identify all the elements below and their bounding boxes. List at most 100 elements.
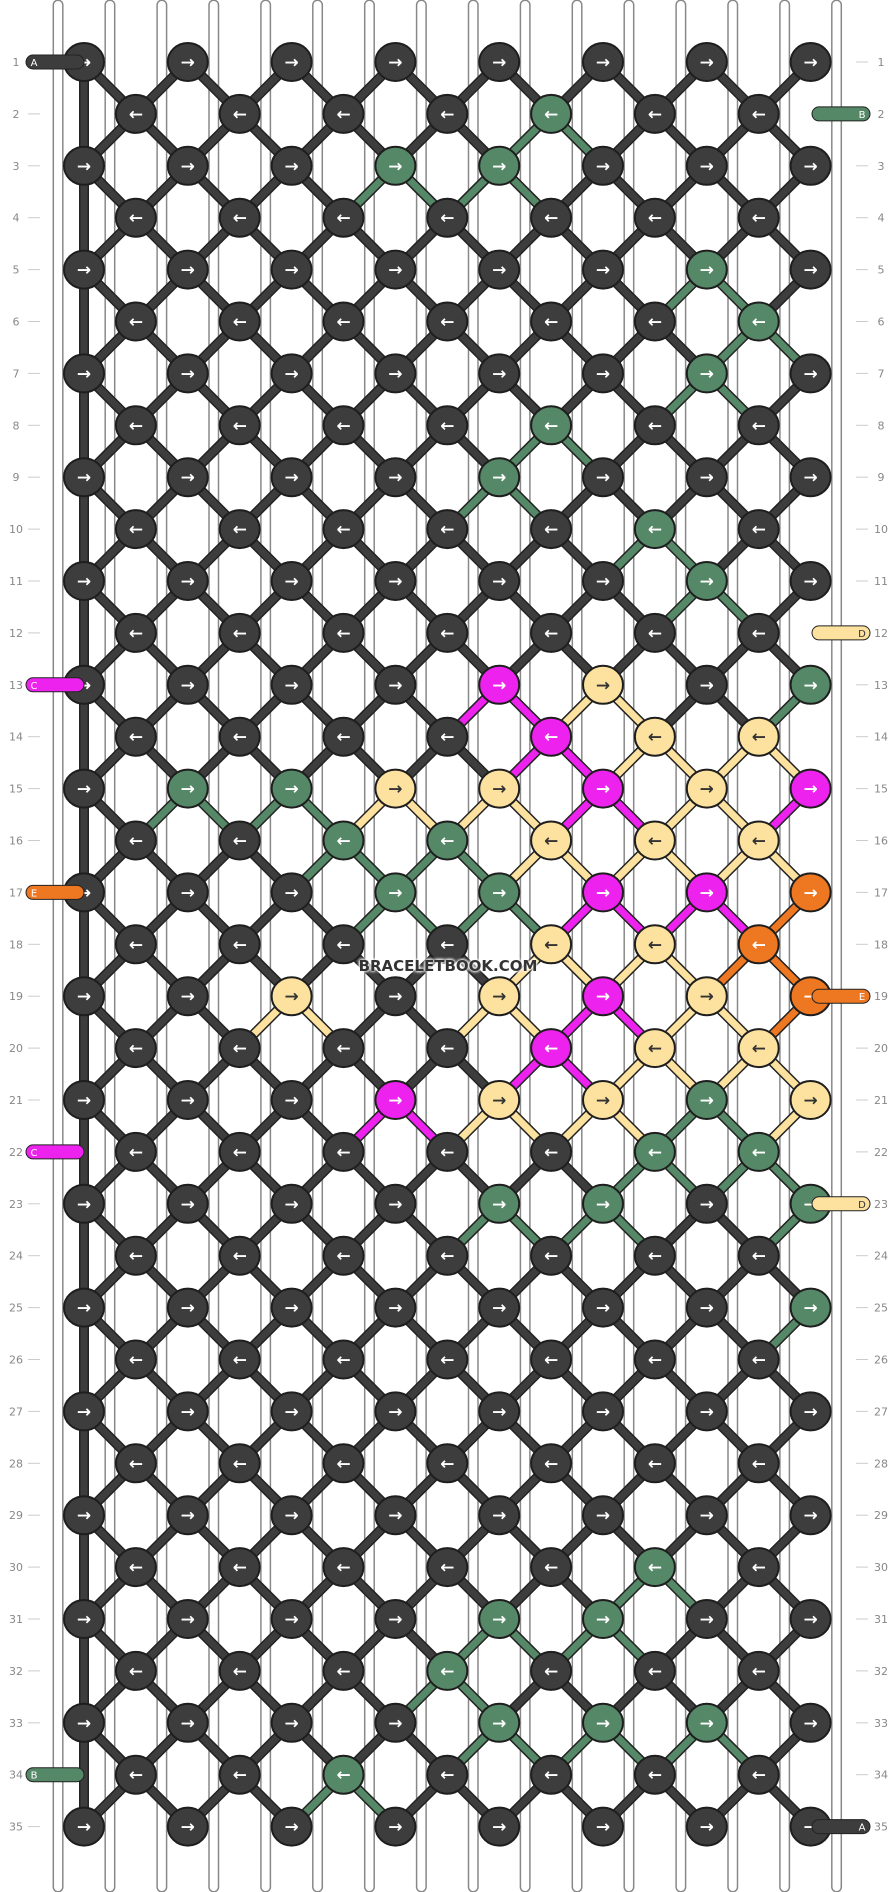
row-number-right: 15 xyxy=(874,783,888,796)
knot-arrow-icon: → xyxy=(492,1714,506,1734)
knot-arrow-icon: → xyxy=(284,1610,298,1630)
knot-arrow-icon: ← xyxy=(544,209,558,229)
row-number-left: 30 xyxy=(9,1561,23,1574)
row-number-right: 23 xyxy=(874,1198,888,1211)
knot-arrow-icon: → xyxy=(700,780,714,800)
knot xyxy=(270,1702,313,1743)
knot xyxy=(582,1806,624,1847)
row-number-left: 35 xyxy=(9,1821,23,1834)
strand-end-right xyxy=(811,1196,871,1212)
knot xyxy=(633,509,676,550)
knot-arrow-icon: ← xyxy=(648,313,662,333)
knot-arrow-icon: → xyxy=(700,1091,714,1111)
knot xyxy=(530,1443,573,1484)
knot xyxy=(685,1495,728,1536)
knot xyxy=(530,1650,573,1691)
row-number-left: 5 xyxy=(13,264,20,277)
knot-arrow-icon: ← xyxy=(440,520,454,540)
knot xyxy=(737,1443,780,1484)
knot xyxy=(426,1028,469,1069)
knot xyxy=(374,457,417,498)
knot-arrow-icon: ← xyxy=(440,1039,454,1059)
knot-arrow-icon: → xyxy=(181,364,195,384)
knot-arrow-icon: → xyxy=(77,1506,91,1526)
knot xyxy=(478,1287,521,1328)
knot xyxy=(737,924,780,965)
knot-arrow-icon: → xyxy=(803,883,817,903)
knot xyxy=(582,1599,624,1639)
knot xyxy=(789,457,832,498)
knot-arrow-icon: → xyxy=(596,1714,610,1734)
strand-end-left xyxy=(25,884,85,900)
knot-arrow-icon: → xyxy=(77,987,91,1007)
knot-arrow-icon: → xyxy=(181,1714,195,1734)
knot-arrow-icon: → xyxy=(596,364,610,384)
knot xyxy=(737,197,780,238)
knot xyxy=(374,872,417,913)
row-number-left: 28 xyxy=(9,1457,23,1470)
row-number-right: 33 xyxy=(874,1717,888,1730)
knot-arrow-icon: → xyxy=(388,1610,402,1630)
knot xyxy=(426,1339,469,1380)
knot-arrow-icon: ← xyxy=(648,1454,662,1474)
knot xyxy=(166,872,209,913)
knot xyxy=(374,145,417,186)
knot xyxy=(270,976,313,1017)
knot xyxy=(322,1754,365,1795)
knot xyxy=(166,1599,209,1639)
row-number-right: 9 xyxy=(878,471,885,484)
row-number-right: 7 xyxy=(878,367,885,380)
knot xyxy=(582,249,624,290)
knot xyxy=(633,1754,676,1795)
knot-arrow-icon: ← xyxy=(233,1351,247,1371)
knot-arrow-icon: → xyxy=(596,572,610,592)
knot-arrow-icon: ← xyxy=(752,1351,766,1371)
knot-arrow-icon: → xyxy=(284,468,298,488)
row-number-right: 10 xyxy=(874,523,888,536)
knot xyxy=(63,768,105,809)
knot xyxy=(270,561,313,601)
knot-arrow-icon: → xyxy=(700,1195,714,1215)
knot xyxy=(478,1391,521,1432)
knot-arrow-icon: ← xyxy=(336,1662,350,1682)
row-number-left: 15 xyxy=(9,783,23,796)
row-number-left: 24 xyxy=(9,1250,23,1263)
knot xyxy=(270,1183,313,1224)
knot-arrow-icon: → xyxy=(77,572,91,592)
knot xyxy=(270,1599,313,1639)
knot xyxy=(426,820,469,861)
knot-arrow-icon: → xyxy=(77,780,91,800)
knot xyxy=(114,93,157,134)
knot xyxy=(478,145,521,186)
knot xyxy=(426,1131,469,1172)
row-number-left: 9 xyxy=(13,471,20,484)
row-number-left: 2 xyxy=(13,108,20,121)
knot-arrow-icon: → xyxy=(700,1506,714,1526)
knot xyxy=(530,716,573,757)
knot-arrow-icon: ← xyxy=(336,416,350,436)
row-number-right: 24 xyxy=(874,1250,888,1263)
knot-arrow-icon: ← xyxy=(233,1039,247,1059)
knot-arrow-icon: → xyxy=(284,1402,298,1422)
knot-arrow-icon: → xyxy=(181,1402,195,1422)
knot xyxy=(426,1650,469,1691)
knot-arrow-icon: → xyxy=(803,780,817,800)
row-number-left: 31 xyxy=(9,1613,23,1626)
row-number-left: 26 xyxy=(9,1354,23,1367)
knot-arrow-icon: ← xyxy=(544,935,558,955)
knot-arrow-icon: ← xyxy=(752,1143,766,1163)
knot xyxy=(166,1287,209,1328)
knot-arrow-icon: ← xyxy=(752,1662,766,1682)
knot-arrow-icon: ← xyxy=(233,1143,247,1163)
knot xyxy=(426,197,469,238)
knot-arrow-icon: ← xyxy=(336,105,350,125)
knot xyxy=(685,249,728,290)
knot xyxy=(426,1547,469,1588)
knot xyxy=(737,405,780,446)
knot xyxy=(63,1287,105,1328)
knot-arrow-icon: ← xyxy=(544,1039,558,1059)
knot xyxy=(582,457,624,498)
row-number-left: 25 xyxy=(9,1302,23,1315)
knot-arrow-icon: → xyxy=(181,1091,195,1111)
